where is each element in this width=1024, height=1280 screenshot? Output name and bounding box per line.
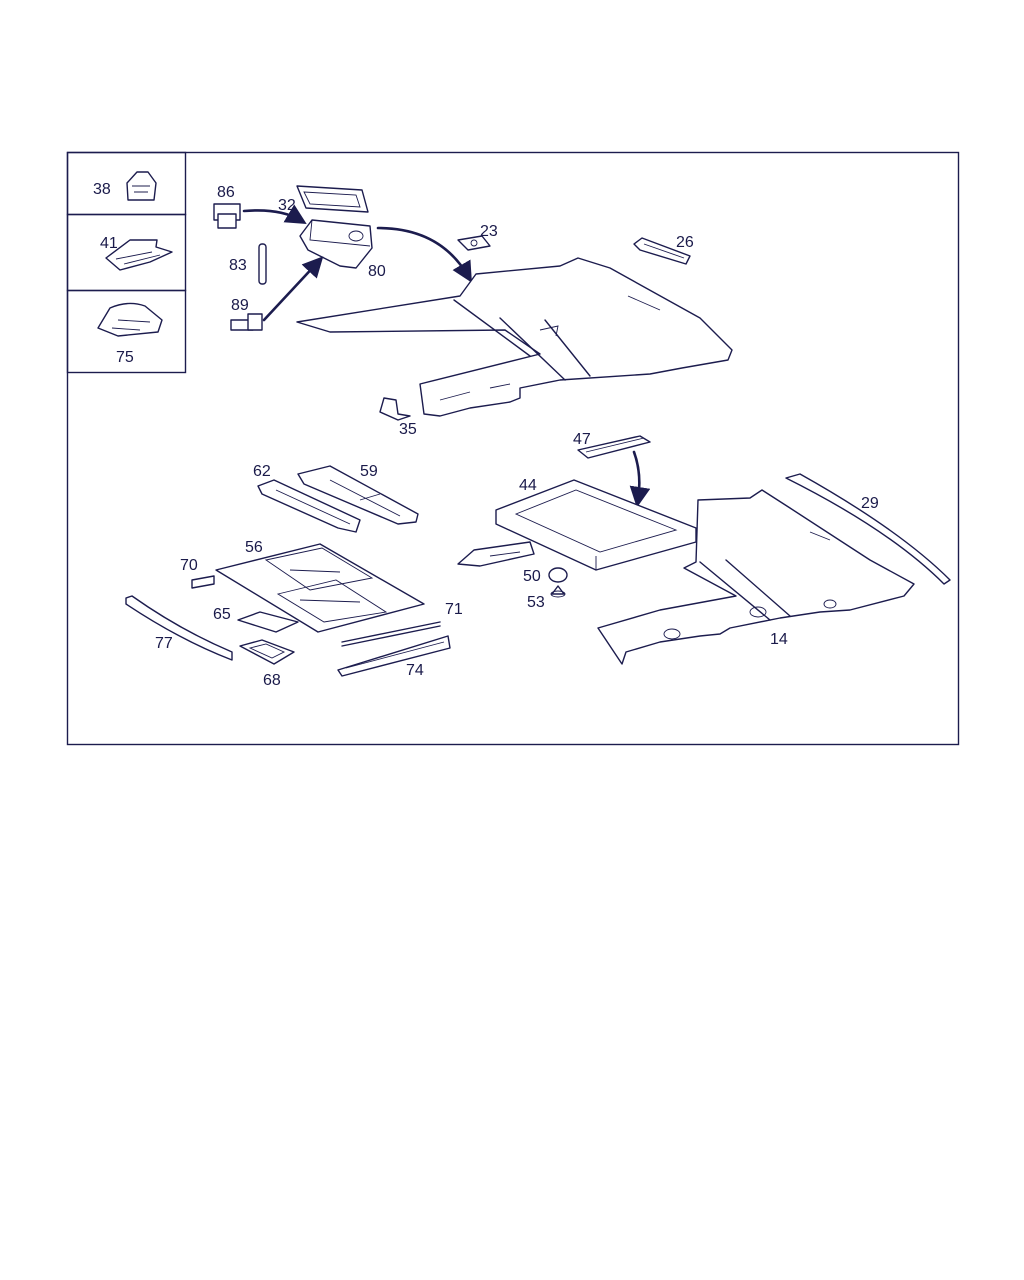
part-70-strip [191,575,215,589]
label-89: 89 [231,297,249,314]
diagram-frame [66,151,960,746]
part-29-seal [785,473,951,585]
label-71: 71 [445,601,463,618]
part-38-clip [126,171,157,201]
part-26-rail [633,237,691,265]
part-32-frame [296,185,369,213]
part-77-trim [125,595,233,661]
label-70: 70 [180,557,198,574]
part-65-pad [237,611,299,633]
part-liner [457,541,535,567]
part-53-screw [550,585,566,598]
label-53: 53 [527,594,545,611]
label-86: 86 [217,184,235,201]
label-38: 38 [93,181,111,198]
label-83: 83 [229,257,247,274]
label-41: 41 [100,235,118,252]
part-89-switch [230,313,263,331]
part-80-console [299,219,373,269]
label-47: 47 [573,431,591,448]
inset-boxes [66,151,187,374]
label-29: 29 [861,495,879,512]
label-65: 65 [213,606,231,623]
label-44: 44 [519,477,537,494]
label-68: 68 [263,672,281,689]
part-71-strip [341,621,441,647]
arrow-80-to-headliner [376,226,472,283]
part-74-rail [337,635,451,677]
part-14-headliner [597,489,915,665]
part-62-bracket [257,479,361,533]
part-86-connector [213,203,241,229]
part-56-tray [215,543,425,633]
arrow-47-to-44 [629,450,651,508]
part-59-panel [297,465,419,525]
label-56: 56 [245,539,263,556]
part-23-pad [457,235,491,251]
label-75: 75 [116,349,134,366]
label-59: 59 [360,463,378,480]
part-35-clip [379,397,411,421]
label-74: 74 [406,662,424,679]
label-80: 80 [368,263,386,280]
part-68-lamp [239,639,295,665]
label-14: 14 [770,631,788,648]
part-upper-headliner [296,257,733,417]
label-50: 50 [523,568,541,585]
label-62: 62 [253,463,271,480]
arrow-89-to-80 [262,256,324,322]
part-75-cover [97,302,163,337]
part-50-knob [548,567,568,583]
part-83-bulb [258,243,267,285]
arrow-86-to-80 [242,204,307,225]
label-26: 26 [676,234,694,251]
label-77: 77 [155,635,173,652]
label-35: 35 [399,421,417,438]
part-47-strip [577,435,651,459]
part-41-bracket [105,239,173,271]
label-23: 23 [480,223,498,240]
